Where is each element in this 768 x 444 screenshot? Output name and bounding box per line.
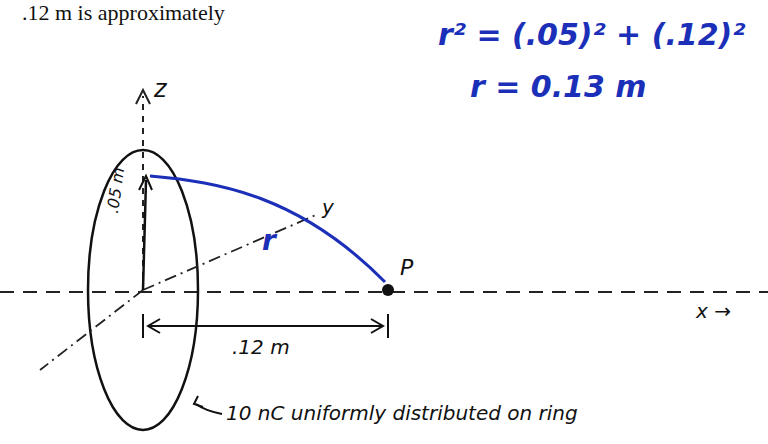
equation: r² = (.05)² + (.12)² <box>438 18 745 51</box>
point-p <box>382 284 394 296</box>
dimension-tick <box>387 314 389 338</box>
dimension-arrowhead <box>371 319 383 333</box>
result: r = 0.13 m <box>470 70 647 103</box>
question-text: .12 m is approximately <box>22 1 225 25</box>
distance-line <box>150 176 385 282</box>
dimension-label: .05 m <box>104 166 128 214</box>
distance-label: r <box>262 226 276 257</box>
y-axis-back <box>40 290 143 370</box>
radius-arrowhead <box>139 176 152 190</box>
z-arrowhead <box>136 90 150 104</box>
axis-label: y <box>322 196 334 218</box>
point-label: P <box>400 256 413 280</box>
axis-label: x → <box>696 300 731 322</box>
y-axis <box>143 214 318 290</box>
leader-arrowhead <box>194 396 203 407</box>
caption-note: 10 nC uniformly distributed on ring <box>226 402 578 424</box>
dimension-tick <box>142 314 144 338</box>
dimension-line <box>148 325 383 327</box>
axis-label: z <box>154 76 167 102</box>
dimension-arrowhead <box>148 319 160 333</box>
radius-line <box>143 180 146 290</box>
dimension-label: .12 m <box>232 336 290 358</box>
